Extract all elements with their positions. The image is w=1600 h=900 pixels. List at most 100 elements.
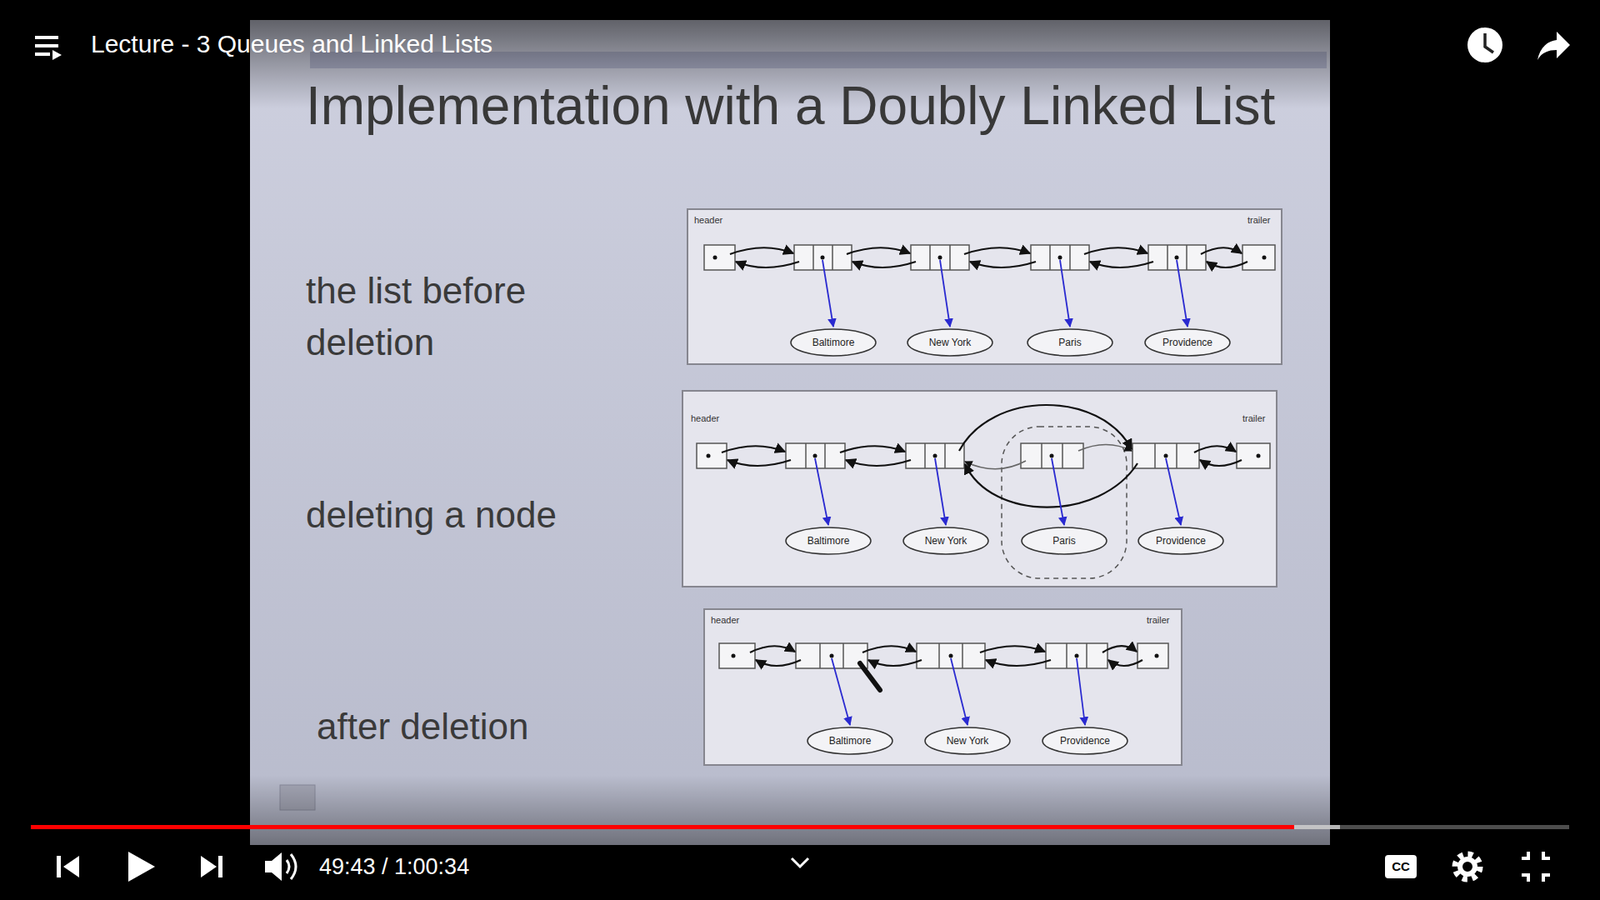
trailer-label: trailer	[1247, 215, 1271, 226]
element-name: Providence	[1162, 336, 1213, 349]
element-name: Providence	[1060, 735, 1110, 747]
element-pointer	[1060, 260, 1070, 327]
time-display: 49:43 / 1:00:34	[319, 853, 470, 880]
watch-later-icon	[1467, 27, 1503, 63]
pointer-dot	[813, 454, 818, 459]
previous-button	[56, 855, 61, 878]
prev-link	[1206, 261, 1248, 268]
cell-divider	[938, 643, 940, 669]
ellipse-outline	[1021, 527, 1107, 555]
cell-divider	[949, 245, 951, 270]
element-ellipse: New York	[924, 726, 1011, 755]
element-name: Paris	[1052, 535, 1075, 547]
slide-title: Implementation with a Doubly Linked List	[305, 70, 1331, 142]
watch-later-icon	[1485, 33, 1494, 53]
cell-divider	[1185, 245, 1188, 270]
prev-link	[755, 660, 801, 666]
ellipse-outline	[907, 329, 993, 356]
prev-link	[845, 460, 911, 466]
bypass-next-link	[959, 405, 1132, 451]
cell-divider	[924, 443, 926, 469]
list-node	[1045, 643, 1108, 669]
ellipse-outline	[785, 527, 871, 555]
element-ellipse: Providence	[1041, 726, 1129, 755]
element-name: Baltimore	[812, 336, 855, 349]
cell-divider	[1061, 443, 1064, 469]
volume-icon	[265, 852, 282, 881]
element-ellipse: New York	[906, 328, 994, 357]
cell-divider	[1166, 245, 1169, 270]
cell-divider	[944, 443, 946, 469]
panel-frame	[682, 390, 1277, 587]
share-icon	[1537, 31, 1570, 60]
element-ellipse: Baltimore	[785, 526, 872, 555]
prev-link	[868, 660, 922, 666]
pointer-dot	[830, 654, 835, 659]
element-name: Baltimore	[829, 735, 872, 747]
list-node	[785, 443, 845, 469]
ellipse-outline	[903, 527, 989, 555]
next-link	[964, 247, 1030, 255]
progress-played	[30, 825, 1295, 830]
progress-track	[30, 825, 1570, 830]
header-label: header	[710, 615, 740, 626]
element-pointer	[1051, 458, 1065, 525]
progress-buffer	[30, 825, 1340, 830]
element-pointer	[815, 458, 829, 525]
ellipse-outline	[1145, 329, 1230, 356]
trailer-box	[1236, 443, 1270, 469]
settings-icon	[1455, 854, 1480, 880]
pointer-dot	[933, 454, 938, 459]
previous-button	[63, 855, 80, 878]
element-pointer	[950, 658, 968, 725]
element-pointer	[822, 260, 834, 327]
trailer-box	[1242, 245, 1275, 270]
header-box	[704, 245, 735, 270]
next-link	[750, 645, 795, 653]
ellipse-outline	[790, 329, 876, 356]
cell-divider	[1040, 443, 1043, 469]
captions-label: CC	[1385, 858, 1417, 875]
lecture-pointer	[860, 663, 880, 690]
element-ellipse: Providence	[1144, 328, 1231, 357]
element-pointer	[935, 458, 946, 525]
playlist-icon	[35, 52, 50, 56]
row-label: deleting a node	[305, 489, 557, 541]
cell-divider	[824, 443, 826, 469]
bottom-shade	[0, 775, 1600, 900]
cell-divider	[961, 643, 964, 669]
header-box	[719, 643, 755, 669]
row-label: the list before deletion	[305, 265, 581, 369]
cell-divider	[1049, 245, 1051, 270]
header-box	[696, 443, 727, 469]
pointer-dot	[1058, 255, 1063, 260]
cell-divider	[929, 245, 931, 270]
element-pointer	[1076, 658, 1085, 725]
element-pointer	[1165, 458, 1181, 525]
next-link	[1200, 247, 1242, 255]
element-ellipse: Providence	[1137, 526, 1225, 555]
element-ellipse: Baltimore	[806, 726, 894, 755]
element-pointer	[831, 658, 850, 725]
element-pointer	[1176, 260, 1188, 327]
element-name: Providence	[1155, 535, 1206, 547]
list-node	[1132, 443, 1200, 469]
trailer-box	[1137, 643, 1169, 669]
next-link	[1084, 247, 1148, 255]
pointer-dot	[1155, 654, 1160, 659]
old-prev-link	[965, 460, 1026, 470]
next-button	[218, 855, 223, 878]
cell-divider	[831, 245, 834, 270]
element-ellipse: Baltimore	[790, 328, 877, 357]
pointer-dot	[1075, 654, 1080, 659]
slide-background	[250, 20, 1330, 845]
pointer-dot	[1164, 454, 1169, 459]
prev-link	[852, 261, 916, 268]
pointer-dot	[938, 255, 943, 260]
trailer-label: trailer	[1242, 413, 1266, 425]
volume-icon	[286, 854, 296, 880]
pointer-dot	[713, 255, 718, 260]
element-pointer	[940, 260, 950, 327]
row-label: after deletion	[316, 700, 529, 753]
pointer-dot	[949, 654, 954, 659]
